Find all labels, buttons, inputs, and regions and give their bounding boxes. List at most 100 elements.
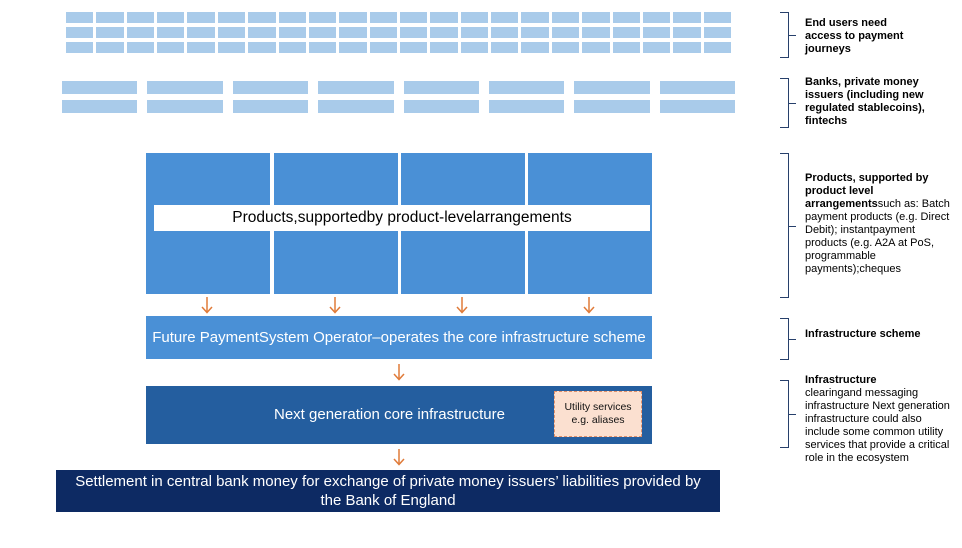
end-user-cell (551, 42, 580, 53)
end-user-cell (521, 42, 549, 53)
bank-cell (488, 100, 565, 113)
end-user-cell (491, 42, 519, 53)
end-user-cell (96, 27, 124, 38)
end-user-cell (703, 12, 731, 23)
end-users-bracket (780, 12, 796, 58)
banks-annotation: Banks, private money issuers (including … (805, 76, 925, 127)
end-users-annotation: End users need access to payment journey… (805, 17, 904, 55)
bank-cell (488, 81, 565, 94)
end-user-cell (66, 12, 94, 23)
infrastructure-annotation-rest: clearingand messaging infrastructure Nex… (805, 387, 950, 464)
down-arrow-icon (456, 297, 468, 314)
end-user-cell (703, 42, 731, 53)
end-user-cell (399, 42, 428, 53)
scheme-annotation: Infrastructure scheme (805, 328, 921, 340)
end-user-cell (430, 42, 458, 53)
end-user-cell (582, 42, 610, 53)
bank-cell (232, 100, 309, 113)
settlement-box: Settlement in central bank money for exc… (56, 470, 720, 512)
end-user-cell (673, 42, 701, 53)
end-user-cell (460, 42, 489, 53)
bank-cell (403, 100, 479, 113)
products-annotation-bold: Products, supported by product level arr… (805, 172, 929, 210)
end-user-cell (642, 12, 671, 23)
end-user-cell (460, 27, 489, 38)
end-user-cell (430, 27, 458, 38)
end-user-cell (278, 12, 306, 23)
scheme-bracket (780, 318, 796, 360)
utility-services-box: Utility services e.g. aliases (554, 391, 642, 437)
end-user-cell (187, 42, 215, 53)
end-user-cell (278, 42, 306, 53)
products-annotation-rest: such as: Batch payment products (e.g. Di… (805, 198, 950, 275)
end-user-cell (673, 27, 701, 38)
bank-cell (403, 81, 479, 94)
end-user-cell (248, 27, 276, 38)
end-user-cell (642, 27, 671, 38)
end-user-cell (157, 12, 185, 23)
bank-cell (574, 81, 650, 94)
end-user-cell (187, 12, 215, 23)
end-user-cell (491, 27, 519, 38)
end-users-grid (66, 12, 731, 53)
end-user-cell (399, 27, 428, 38)
bank-cell (659, 81, 735, 94)
bank-cell (147, 100, 223, 113)
down-arrow-icon (329, 297, 341, 314)
end-user-cell (521, 12, 549, 23)
operator-label: Future PaymentSystem Operator–operates t… (152, 329, 646, 346)
end-user-cell (399, 12, 428, 23)
core-infrastructure-box: Next generation core infrastructure Util… (146, 386, 652, 444)
down-arrow-icon (583, 297, 595, 314)
end-user-cell (66, 27, 94, 38)
end-user-cell (551, 12, 580, 23)
end-user-cell (217, 42, 246, 53)
end-user-cell (157, 27, 185, 38)
end-user-cell (308, 42, 337, 53)
end-user-cell (369, 12, 397, 23)
end-user-cell (673, 12, 701, 23)
end-user-cell (308, 12, 337, 23)
settlement-label: Settlement in central bank money for exc… (75, 473, 701, 509)
end-user-cell (66, 42, 94, 53)
end-user-cell (369, 42, 397, 53)
utility-services-label: Utility services e.g. aliases (564, 401, 632, 426)
end-user-cell (126, 42, 155, 53)
end-user-cell (612, 27, 640, 38)
end-user-cell (491, 12, 519, 23)
end-user-cell (96, 12, 124, 23)
end-user-cell (96, 42, 124, 53)
end-user-cell (217, 27, 246, 38)
end-user-cell (339, 27, 367, 38)
end-user-cell (642, 42, 671, 53)
products-annotation: Products, supported by product level arr… (805, 172, 957, 276)
end-user-cell (460, 12, 489, 23)
bank-cell (574, 100, 650, 113)
end-user-cell (248, 12, 276, 23)
end-user-cell (582, 12, 610, 23)
bank-cell (232, 81, 309, 94)
end-user-cell (430, 12, 458, 23)
end-user-cell (369, 27, 397, 38)
products-bracket (780, 153, 796, 298)
bank-cell (318, 100, 394, 113)
end-user-cell (703, 27, 731, 38)
end-user-cell (157, 42, 185, 53)
infrastructure-bracket (780, 380, 796, 448)
end-user-cell (308, 27, 337, 38)
end-user-cell (612, 42, 640, 53)
banks-grid (62, 81, 735, 113)
core-infrastructure-label: Next generation core infrastructure (274, 406, 505, 423)
end-user-cell (126, 12, 155, 23)
end-user-cell (126, 27, 155, 38)
payment-system-operator-box: Future PaymentSystem Operator–operates t… (146, 316, 652, 359)
products-banner: Products,supportedby product-levelarrang… (154, 205, 650, 231)
down-arrow-icon (393, 364, 405, 381)
down-arrow-icon (393, 449, 405, 466)
end-user-cell (187, 27, 215, 38)
bank-cell (147, 81, 223, 94)
end-user-cell (248, 42, 276, 53)
end-user-cell (551, 27, 580, 38)
infrastructure-annotation-bold: Infrastructure (805, 374, 877, 386)
